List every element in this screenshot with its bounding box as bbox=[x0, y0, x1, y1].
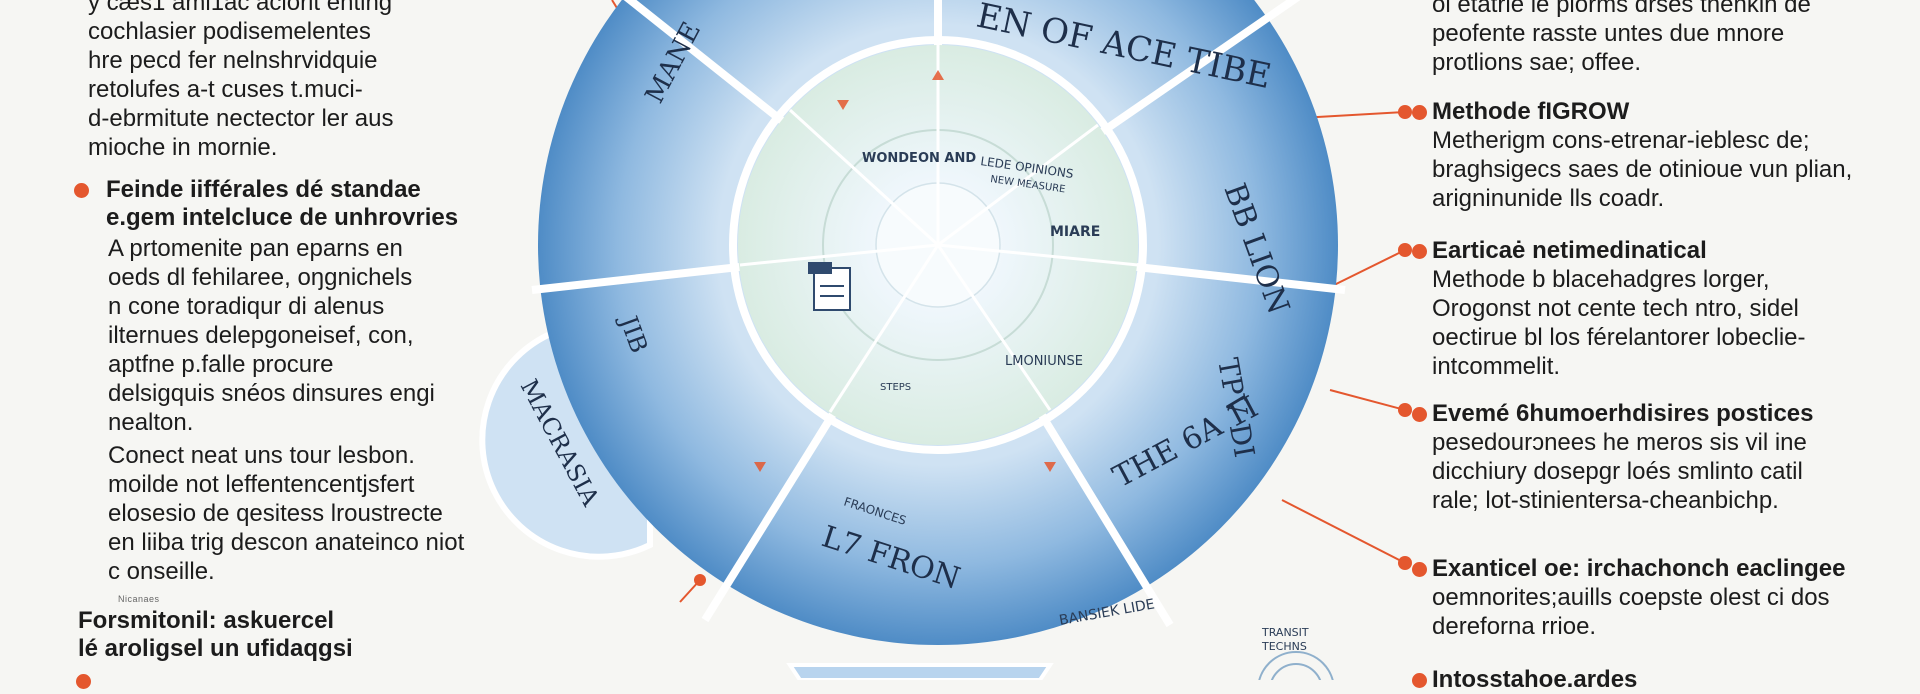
right-item-2: Earticaė netimedinatical Methode b blace… bbox=[1412, 237, 1806, 381]
inner-ring-border bbox=[729, 36, 1147, 454]
center-spoke bbox=[937, 243, 1139, 267]
bullet-body-line: n cone toradiqur di alenus bbox=[108, 293, 385, 320]
intro-line: protlions sae; offee. bbox=[1432, 49, 1642, 76]
bullet-body-line: moilde not leffentencentjsfert bbox=[108, 471, 415, 498]
intro-line: cochlasier podisemelentes bbox=[88, 18, 371, 45]
item-body-line: pesedourɔnees he meros sis vil ine bbox=[1432, 429, 1807, 456]
bullet-body-line: delsigquis snéos dinsures engi bbox=[108, 380, 435, 407]
notebook-icon bbox=[808, 262, 851, 311]
item-body-line: dicchiury dosepgr loés smlinto catil bbox=[1432, 458, 1803, 485]
item-body-line: Orogonst not cente tech ntro, sidel bbox=[1432, 295, 1799, 322]
intro-line: d-ebrmitute nectector ler aus bbox=[88, 105, 394, 132]
bullet-dot-icon bbox=[1412, 105, 1427, 120]
item-body-line: intcommelit. bbox=[1432, 353, 1561, 380]
bullet-dot-icon bbox=[74, 183, 89, 198]
bullet-dot-icon bbox=[1412, 562, 1427, 577]
arrow-markers bbox=[754, 70, 1056, 472]
connector-line bbox=[1299, 111, 1406, 119]
inner-label-bl: STEPS bbox=[880, 382, 911, 393]
connector-line bbox=[1281, 499, 1406, 564]
intro-line: mioche in mornie. bbox=[88, 134, 278, 161]
center-spoke bbox=[937, 123, 1099, 247]
arrow-marker-icon bbox=[754, 462, 766, 472]
inner-label-br: LMONIUNSE bbox=[1005, 354, 1083, 369]
right-item-5: Intosstahoe.ardes bbox=[1412, 666, 1638, 694]
inner-label-r: MIARE bbox=[1050, 224, 1100, 240]
section-heading: lé aroligsel un ufidaqgsi bbox=[78, 635, 353, 662]
connector-lines bbox=[611, 0, 1406, 603]
bottom-note-line: TECHNS bbox=[1261, 640, 1307, 653]
right-item-1: Methode fIGROW Metherigm cons-etrenar-ie… bbox=[1412, 98, 1853, 213]
bullet-body-line: Conect neat uns tour lesbon. bbox=[108, 442, 415, 469]
item-heading: Exanticel oe: irchachonch eaclingee bbox=[1432, 555, 1846, 582]
left-intro: y cæs1 ami1ac aclorit ehting cochlasier … bbox=[88, 0, 393, 162]
arrow-marker-icon bbox=[837, 100, 849, 110]
bullet-heading: Feinde iifférales dé standae bbox=[106, 176, 421, 203]
center-spoke bbox=[739, 243, 939, 267]
item-body-line: oemnorites;auills coepste olest ci dos bbox=[1432, 584, 1830, 611]
connector-dot-icon bbox=[1398, 403, 1412, 417]
small-note: Nicanaes bbox=[118, 594, 160, 604]
bottom-note-line: TRANSIT bbox=[1261, 626, 1309, 639]
bullet-body-line: ilternues delepgoneisef, con, bbox=[108, 322, 414, 349]
item-body-line: oectirue bl los férelantorer lobeclie- bbox=[1432, 324, 1806, 351]
intro-line: retolufes a-t cuses t.muci- bbox=[88, 76, 363, 103]
item-heading: Earticaė netimedinatical bbox=[1432, 237, 1707, 264]
target-ring bbox=[1258, 651, 1334, 680]
bullet-body-line: nealton. bbox=[108, 409, 194, 436]
connector-line bbox=[1329, 249, 1406, 288]
connector-dot-icon bbox=[1398, 105, 1412, 119]
item-body-line: braghsigecs saes de otinioue vun plian, bbox=[1432, 156, 1853, 183]
bullet-dot-icon bbox=[1412, 407, 1427, 422]
bullet-dot-icon bbox=[1412, 244, 1427, 259]
right-item-3: Evemé 6humoerhdisires postices pesedourɔ… bbox=[1412, 400, 1814, 515]
bullet-body-line: oeds dl fehilaree, oŋgnichels bbox=[108, 264, 413, 291]
intro-line: peofente rasste untes due mnore bbox=[1432, 20, 1785, 47]
item-body-line: Metherigm cons-etrenar-ieblesc de; bbox=[1432, 127, 1810, 154]
bullet-body-line: en liiba trig descon anateinco niot bbox=[108, 529, 465, 556]
notebook-page bbox=[813, 267, 851, 311]
wheel-diagram: EN OF ACE TIBE BB LION TPV DI THE 6A 1I … bbox=[479, 0, 1412, 680]
bullet-body-line: c onseille. bbox=[108, 558, 215, 585]
target-icon bbox=[1258, 651, 1334, 680]
item-body-line: Methode b blacehadgres lorger, bbox=[1432, 266, 1770, 293]
item-body-line: rale; lot-stinientersa-cheanbichp. bbox=[1432, 487, 1779, 514]
outer-segment-bottom bbox=[786, 663, 1054, 680]
center-spokes bbox=[739, 45, 1139, 413]
item-body-line: arigninunide lls coadr. bbox=[1432, 185, 1665, 212]
bullet-body-line: A prtomenite pan eparns en bbox=[108, 235, 403, 262]
connector-dot-icon bbox=[1398, 556, 1412, 570]
bullet-body-line: elosesio de qesitess lroustrecte bbox=[108, 500, 443, 527]
intro-line: oi etatrle le plorms drses thenkin de bbox=[1432, 0, 1811, 18]
intro-line: y cæs1 ami1ac aclorit ehting bbox=[88, 0, 393, 16]
intro-line: hre pecd fer nelnshrvidquie bbox=[88, 47, 378, 74]
arrow-marker-icon bbox=[932, 70, 944, 80]
item-heading: Evemé 6humoerhdisires postices bbox=[1432, 400, 1814, 427]
center-spoke bbox=[828, 244, 940, 413]
bullet-heading: e.gem intelcluce de unhrovries bbox=[106, 204, 459, 231]
item-heading: Methode fIGROW bbox=[1432, 98, 1630, 125]
center-spoke bbox=[936, 244, 1052, 411]
connector-dot-icon bbox=[694, 574, 706, 586]
bullet-dot-icon bbox=[1412, 673, 1427, 688]
inner-label-tl: WONDEON AND bbox=[862, 151, 976, 166]
notebook-tab bbox=[808, 262, 832, 274]
left-section-2: Forsmitonil: askuercel lé aroligsel un u… bbox=[78, 607, 353, 663]
target-ring bbox=[1270, 663, 1322, 680]
right-intro: oi etatrle le plorms drses thenkin de pe… bbox=[1432, 0, 1811, 77]
item-body-line: dereforna rrioe. bbox=[1432, 613, 1597, 640]
connector-dot-icon bbox=[1398, 243, 1412, 257]
right-item-4: Exanticel oe: irchachonch eaclingee oemn… bbox=[1412, 555, 1846, 641]
item-heading: Intosstahoe.ardes bbox=[1432, 666, 1638, 693]
section-heading: Forsmitonil: askuercel bbox=[78, 607, 335, 634]
center-spoke bbox=[788, 108, 940, 247]
arrow-marker-icon bbox=[1044, 462, 1056, 472]
connector-line bbox=[1329, 389, 1406, 411]
bullet-body-line: aptfne p.falle procure bbox=[108, 351, 334, 378]
